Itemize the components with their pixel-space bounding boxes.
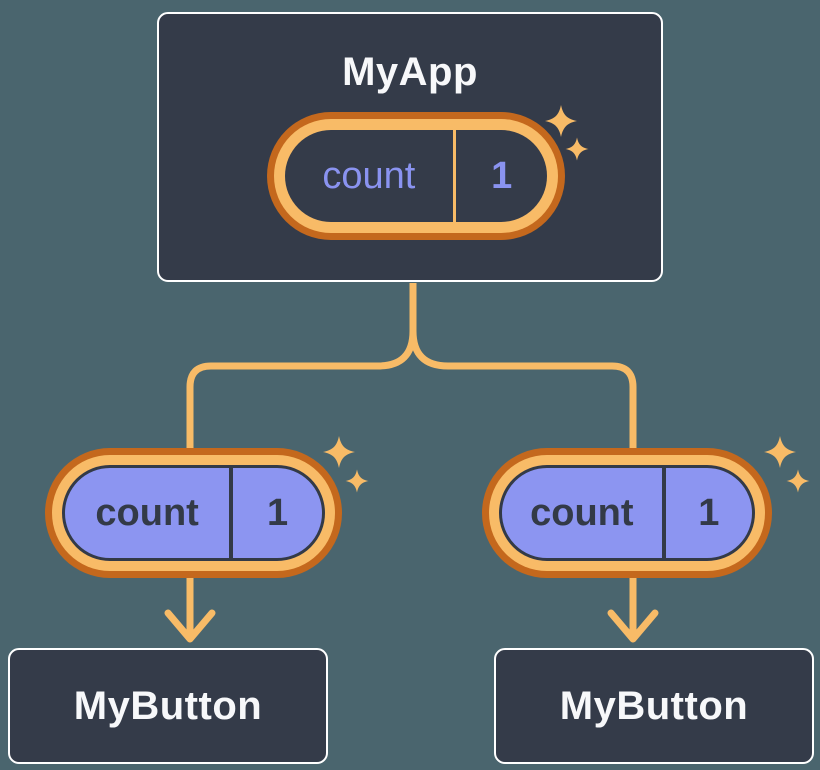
connector-root-to-right <box>409 283 637 455</box>
prop-key: count <box>95 491 199 534</box>
pill-divider <box>661 468 666 558</box>
prop-pill-left: count 1 <box>45 448 342 578</box>
connector-root-to-left <box>186 283 417 455</box>
pill-divider <box>452 130 457 222</box>
component-label: MyButton <box>559 683 749 728</box>
component-label: MyButton <box>73 683 263 728</box>
state-pill-core: count 1 <box>285 130 547 222</box>
pill-divider <box>229 468 234 558</box>
state-value: 1 <box>491 154 513 197</box>
prop-pill-ring: count 1 <box>52 455 335 571</box>
state-pill-ring: count 1 <box>274 119 558 233</box>
prop-pill-core: count 1 <box>62 465 325 561</box>
component-label: MyApp <box>342 50 478 94</box>
component-node-mybutton-right: MyButton <box>494 648 814 764</box>
left-arrow-head-icon <box>164 609 216 643</box>
state-key: count <box>322 154 416 197</box>
prop-pill-right: count 1 <box>482 448 772 578</box>
right-arrow-head-icon <box>607 609 659 643</box>
state-pill: count 1 <box>267 112 565 240</box>
prop-value: 1 <box>698 491 720 534</box>
sparkle-icon <box>764 436 810 493</box>
prop-value: 1 <box>267 491 289 534</box>
prop-pill-ring: count 1 <box>489 455 765 571</box>
prop-key: count <box>530 491 634 534</box>
component-node-mybutton-left: MyButton <box>8 648 328 764</box>
prop-pill-core: count 1 <box>499 465 755 561</box>
